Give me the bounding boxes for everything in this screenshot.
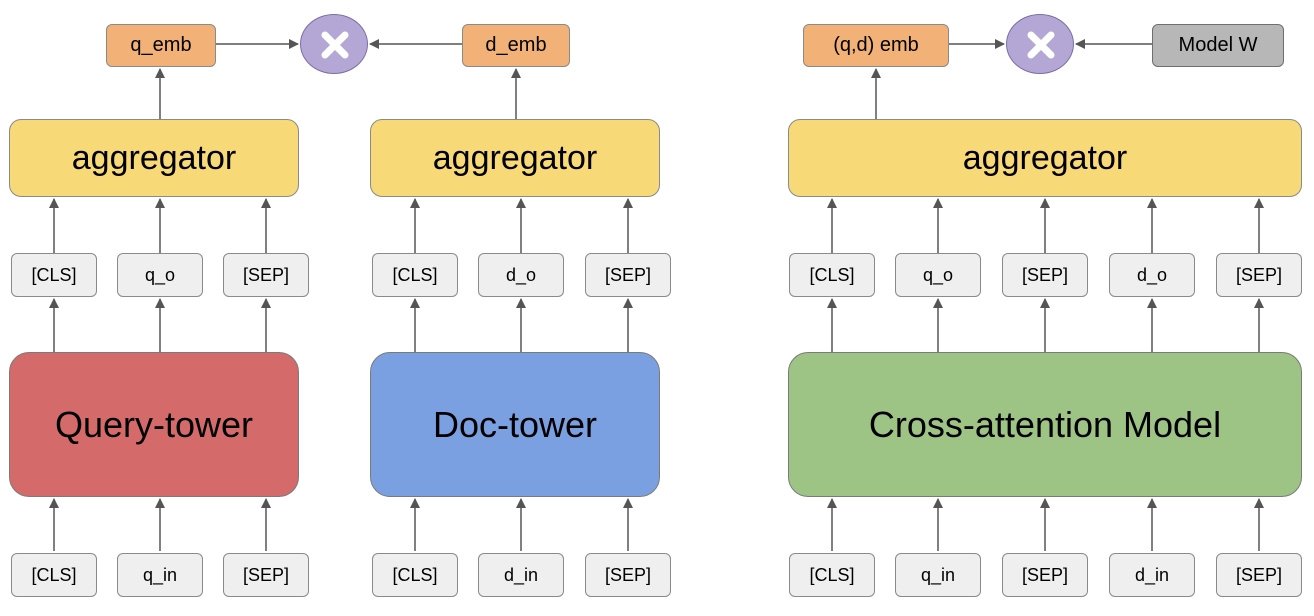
cross-output-token-sep-2: [SEP] — [1216, 253, 1302, 297]
cross-output-token-d-o: d_o — [1109, 253, 1195, 297]
q-emb-box: q_emb — [106, 24, 216, 67]
cross-output-token-sep-1: [SEP] — [1002, 253, 1088, 297]
cross-operator — [1006, 14, 1074, 74]
doc-tower: Doc-tower — [370, 352, 660, 497]
doc-input-token-cls: [CLS] — [372, 553, 458, 597]
cross-input-token-cls: [CLS] — [789, 553, 875, 597]
cross-input-token-d-in: d_in — [1109, 553, 1195, 597]
cross-output-token-q-o: q_o — [895, 253, 981, 297]
model-w-box: Model W — [1152, 24, 1284, 67]
doc-input-token-d-in: d_in — [478, 553, 564, 597]
query-input-token-q-in: q_in — [117, 553, 203, 597]
query-output-token-cls: [CLS] — [11, 253, 97, 297]
cross-aggregator: aggregator — [788, 119, 1302, 197]
multiply-icon — [321, 31, 349, 59]
doc-output-token-sep: [SEP] — [585, 253, 671, 297]
query-output-token-q-o: q_o — [117, 253, 203, 297]
d-emb-box: d_emb — [462, 24, 570, 67]
multiply-icon — [1027, 31, 1055, 59]
doc-output-token-d-o: d_o — [478, 253, 564, 297]
query-tower: Query-tower — [9, 352, 299, 497]
cross-input-token-sep-2: [SEP] — [1216, 553, 1302, 597]
cross-attention-model: Cross-attention Model — [788, 352, 1302, 497]
dot-product-operator — [300, 14, 368, 74]
doc-output-token-cls: [CLS] — [372, 253, 458, 297]
query-input-token-sep: [SEP] — [223, 553, 309, 597]
query-aggregator: aggregator — [9, 119, 299, 197]
query-input-token-cls: [CLS] — [11, 553, 97, 597]
cross-input-token-sep-1: [SEP] — [1002, 553, 1088, 597]
qd-emb-box: (q,d) emb — [803, 24, 949, 67]
cross-input-token-q-in: q_in — [895, 553, 981, 597]
doc-input-token-sep: [SEP] — [585, 553, 671, 597]
query-output-token-sep: [SEP] — [223, 253, 309, 297]
doc-aggregator: aggregator — [370, 119, 660, 197]
cross-output-token-cls: [CLS] — [789, 253, 875, 297]
